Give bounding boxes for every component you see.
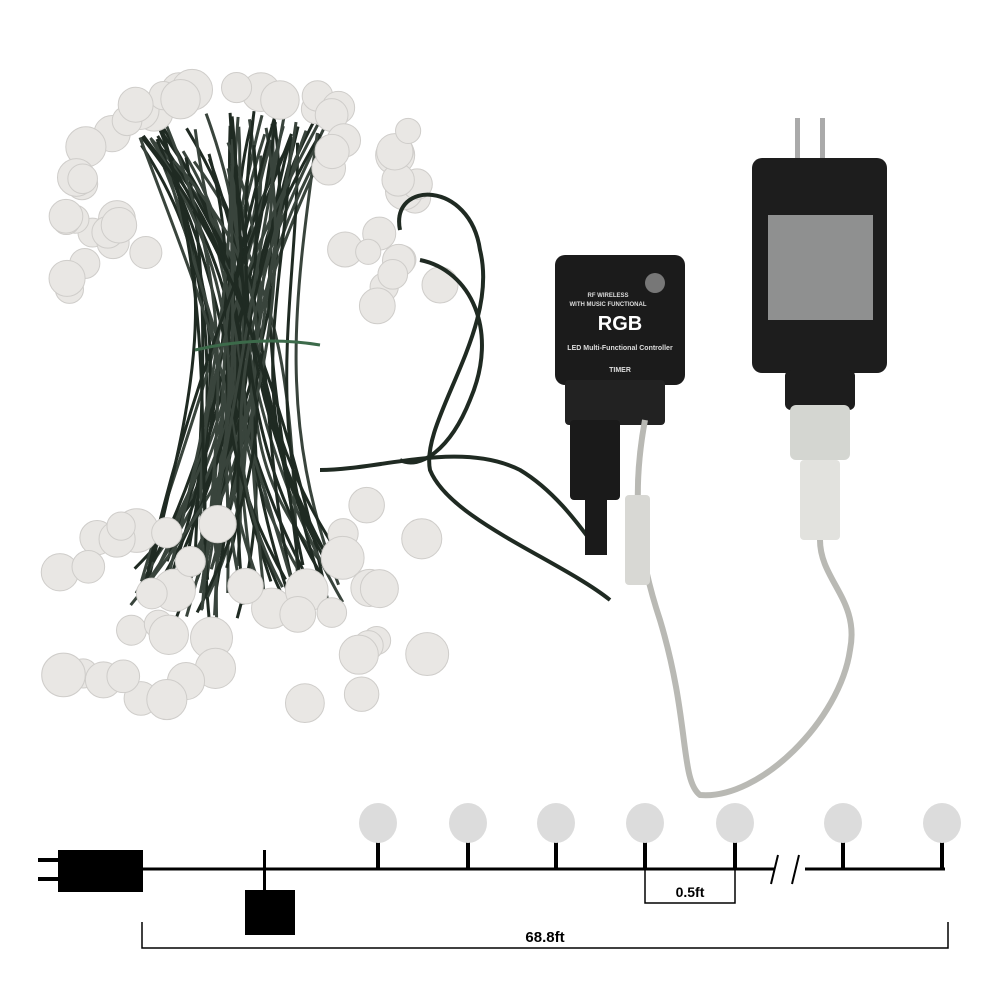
bulb <box>338 634 379 675</box>
bulb <box>67 163 98 195</box>
bulb <box>106 659 141 694</box>
bulb <box>401 518 443 560</box>
bulb <box>41 652 86 698</box>
bulb <box>117 86 154 123</box>
total-length-label: 68.8ft <box>525 929 564 946</box>
bulb <box>316 597 348 628</box>
diagram-bulb-stem <box>376 840 380 869</box>
diagram-bulb-icon <box>537 803 575 843</box>
controller-subtitle: LED Multi-Functional Controller <box>567 345 673 352</box>
bulb <box>355 238 382 265</box>
bulb <box>148 614 189 655</box>
controller-title: RGB <box>598 313 642 335</box>
diagram-bulb-stem <box>940 840 944 869</box>
bulb <box>348 486 385 524</box>
diagram-bulb-icon <box>716 803 754 843</box>
diagram-plug-icon <box>38 858 58 862</box>
bulb <box>421 266 459 304</box>
bulb <box>48 259 86 297</box>
power-adapter <box>752 118 887 540</box>
bulb <box>227 567 264 605</box>
twist-tie <box>194 339 321 352</box>
bulb <box>135 577 168 610</box>
wire <box>142 134 305 566</box>
bulb <box>221 72 253 104</box>
bulb <box>358 287 396 325</box>
bulb <box>343 676 380 712</box>
bulb <box>116 614 147 646</box>
bulb <box>314 133 350 170</box>
lead-wire <box>397 192 612 602</box>
bulb <box>71 549 106 584</box>
wire <box>244 110 333 565</box>
diagram-adapter-icon <box>58 850 143 892</box>
bulb <box>405 632 450 677</box>
bulb <box>359 569 399 609</box>
bulb <box>320 535 365 580</box>
length-diagram: 0.5ft 68.8ft <box>38 803 961 949</box>
bulb <box>100 207 138 244</box>
wire <box>230 163 248 605</box>
bulb <box>174 546 206 578</box>
diagram-bulb-stem <box>841 840 845 869</box>
diagram-bulb-stem <box>554 840 558 869</box>
connector <box>625 495 650 585</box>
wire <box>239 121 298 588</box>
bulb <box>377 259 409 290</box>
bulb <box>198 505 237 544</box>
controller-line1: RF WIRELESS <box>587 293 628 299</box>
diagram-bulb-stem <box>643 840 647 869</box>
bulb <box>48 198 84 234</box>
bulb <box>260 80 300 120</box>
bulb <box>129 235 163 269</box>
diagram-bulb-stem <box>466 840 470 869</box>
controller-footer: TIMER <box>609 367 631 374</box>
bulb-spacing-label: 0.5ft <box>676 884 705 900</box>
diagram-bulb-icon <box>449 803 487 843</box>
wire <box>230 116 322 575</box>
diagram-controller-icon <box>245 890 295 935</box>
diagram-bulb-icon <box>359 803 397 843</box>
bulb <box>284 683 325 724</box>
wire <box>271 136 335 567</box>
wire <box>285 142 333 611</box>
diagram-bulb-icon <box>626 803 664 843</box>
bulb <box>146 678 188 721</box>
bulb <box>160 78 201 120</box>
bulb <box>395 117 422 145</box>
controller-line2: WITH MUSIC FUNCTIONAL <box>570 302 647 308</box>
bulb <box>279 595 317 633</box>
bulb <box>151 517 183 549</box>
rgb-controller: RF WIRELESS WITH MUSIC FUNCTIONAL RGB LE… <box>555 255 685 555</box>
bulb <box>106 511 136 541</box>
light-string-bundle <box>40 68 459 724</box>
diagram-bulb-stem <box>733 840 737 869</box>
diagram-bulb-icon <box>923 803 961 843</box>
diagram-bulb-icon <box>824 803 862 843</box>
